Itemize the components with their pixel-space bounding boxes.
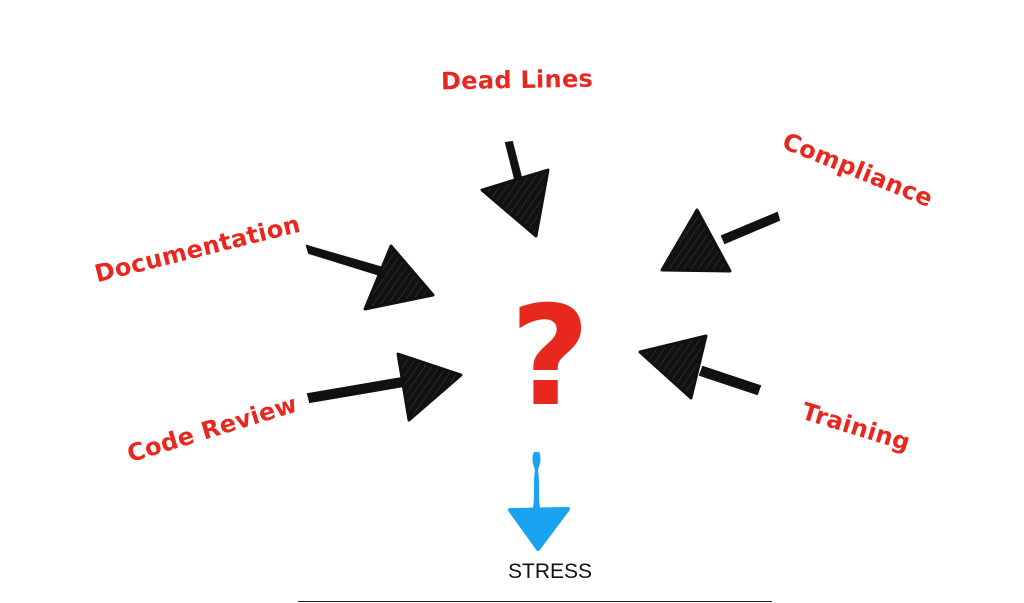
arrow-codereview bbox=[306, 352, 463, 422]
arrow-compliance bbox=[660, 208, 781, 273]
arrow-documentation bbox=[305, 244, 435, 311]
label-dead-lines: Dead Lines bbox=[440, 64, 594, 96]
result-arrow bbox=[508, 452, 570, 551]
result-label-stress: STRESS bbox=[507, 560, 593, 583]
arrow-training bbox=[638, 334, 762, 400]
baseline-divider bbox=[298, 601, 772, 602]
question-mark: ? bbox=[510, 276, 590, 437]
arrow-deadlines bbox=[480, 140, 550, 238]
